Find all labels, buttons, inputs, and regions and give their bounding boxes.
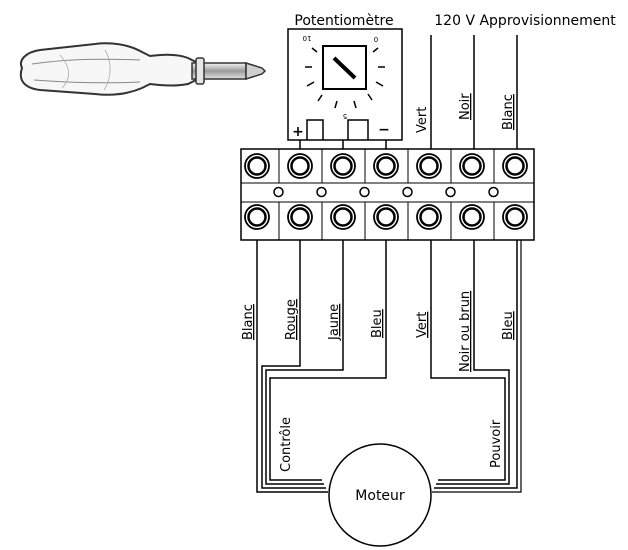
- screwdriver-icon: [19, 42, 267, 96]
- dial-label-mid: 5: [343, 112, 347, 120]
- supply-wire-label-2: Noir: [458, 93, 473, 120]
- potentiometer-heading: Potentiomètre: [294, 13, 393, 29]
- plus-terminal-sign: +: [292, 124, 304, 140]
- terminal-hole-2: [316, 186, 327, 198]
- motor-wire-label-5: Vert: [415, 312, 430, 338]
- terminal-hole-3: [359, 186, 370, 198]
- motor-wire-label-4: Bleu: [370, 309, 385, 338]
- dial-ticks: [305, 47, 385, 109]
- supply-wire-label-3: Blanc: [501, 94, 516, 130]
- minus-terminal-sign: −: [378, 122, 390, 138]
- control-group-label: Contrôle: [279, 417, 294, 472]
- motor-wire-label-7: Bleu: [501, 311, 516, 340]
- supply-wires: [430, 35, 518, 150]
- motor: Moteur: [328, 443, 432, 547]
- motor-wire-label-6: Noir ou brun: [458, 291, 473, 372]
- motor-body: [328, 443, 432, 547]
- terminal-hole-4: [402, 186, 413, 198]
- motor-wire-label-2: Rouge: [284, 299, 299, 340]
- dial-label-min: 0: [374, 36, 378, 44]
- motor-wire-label-1: Blanc: [241, 304, 256, 340]
- dial-label-max: 10: [303, 34, 312, 42]
- terminal-block: [240, 148, 535, 241]
- motor-label: Moteur: [355, 488, 405, 504]
- terminal-hole-5: [445, 186, 456, 198]
- supply-heading: 120 V Approvisionnement: [434, 13, 616, 29]
- terminal-hole-6: [488, 186, 499, 198]
- terminal-hole-1: [273, 186, 284, 198]
- supply-wire-label-1: Vert: [415, 107, 430, 133]
- potentiometer: 10 0 5 + −: [287, 28, 403, 150]
- motor-wire-label-3: Jaune: [327, 304, 342, 341]
- knob-indicator: [332, 56, 357, 80]
- motor-wires: [256, 240, 522, 493]
- power-group-label: Pouvoir: [489, 419, 504, 468]
